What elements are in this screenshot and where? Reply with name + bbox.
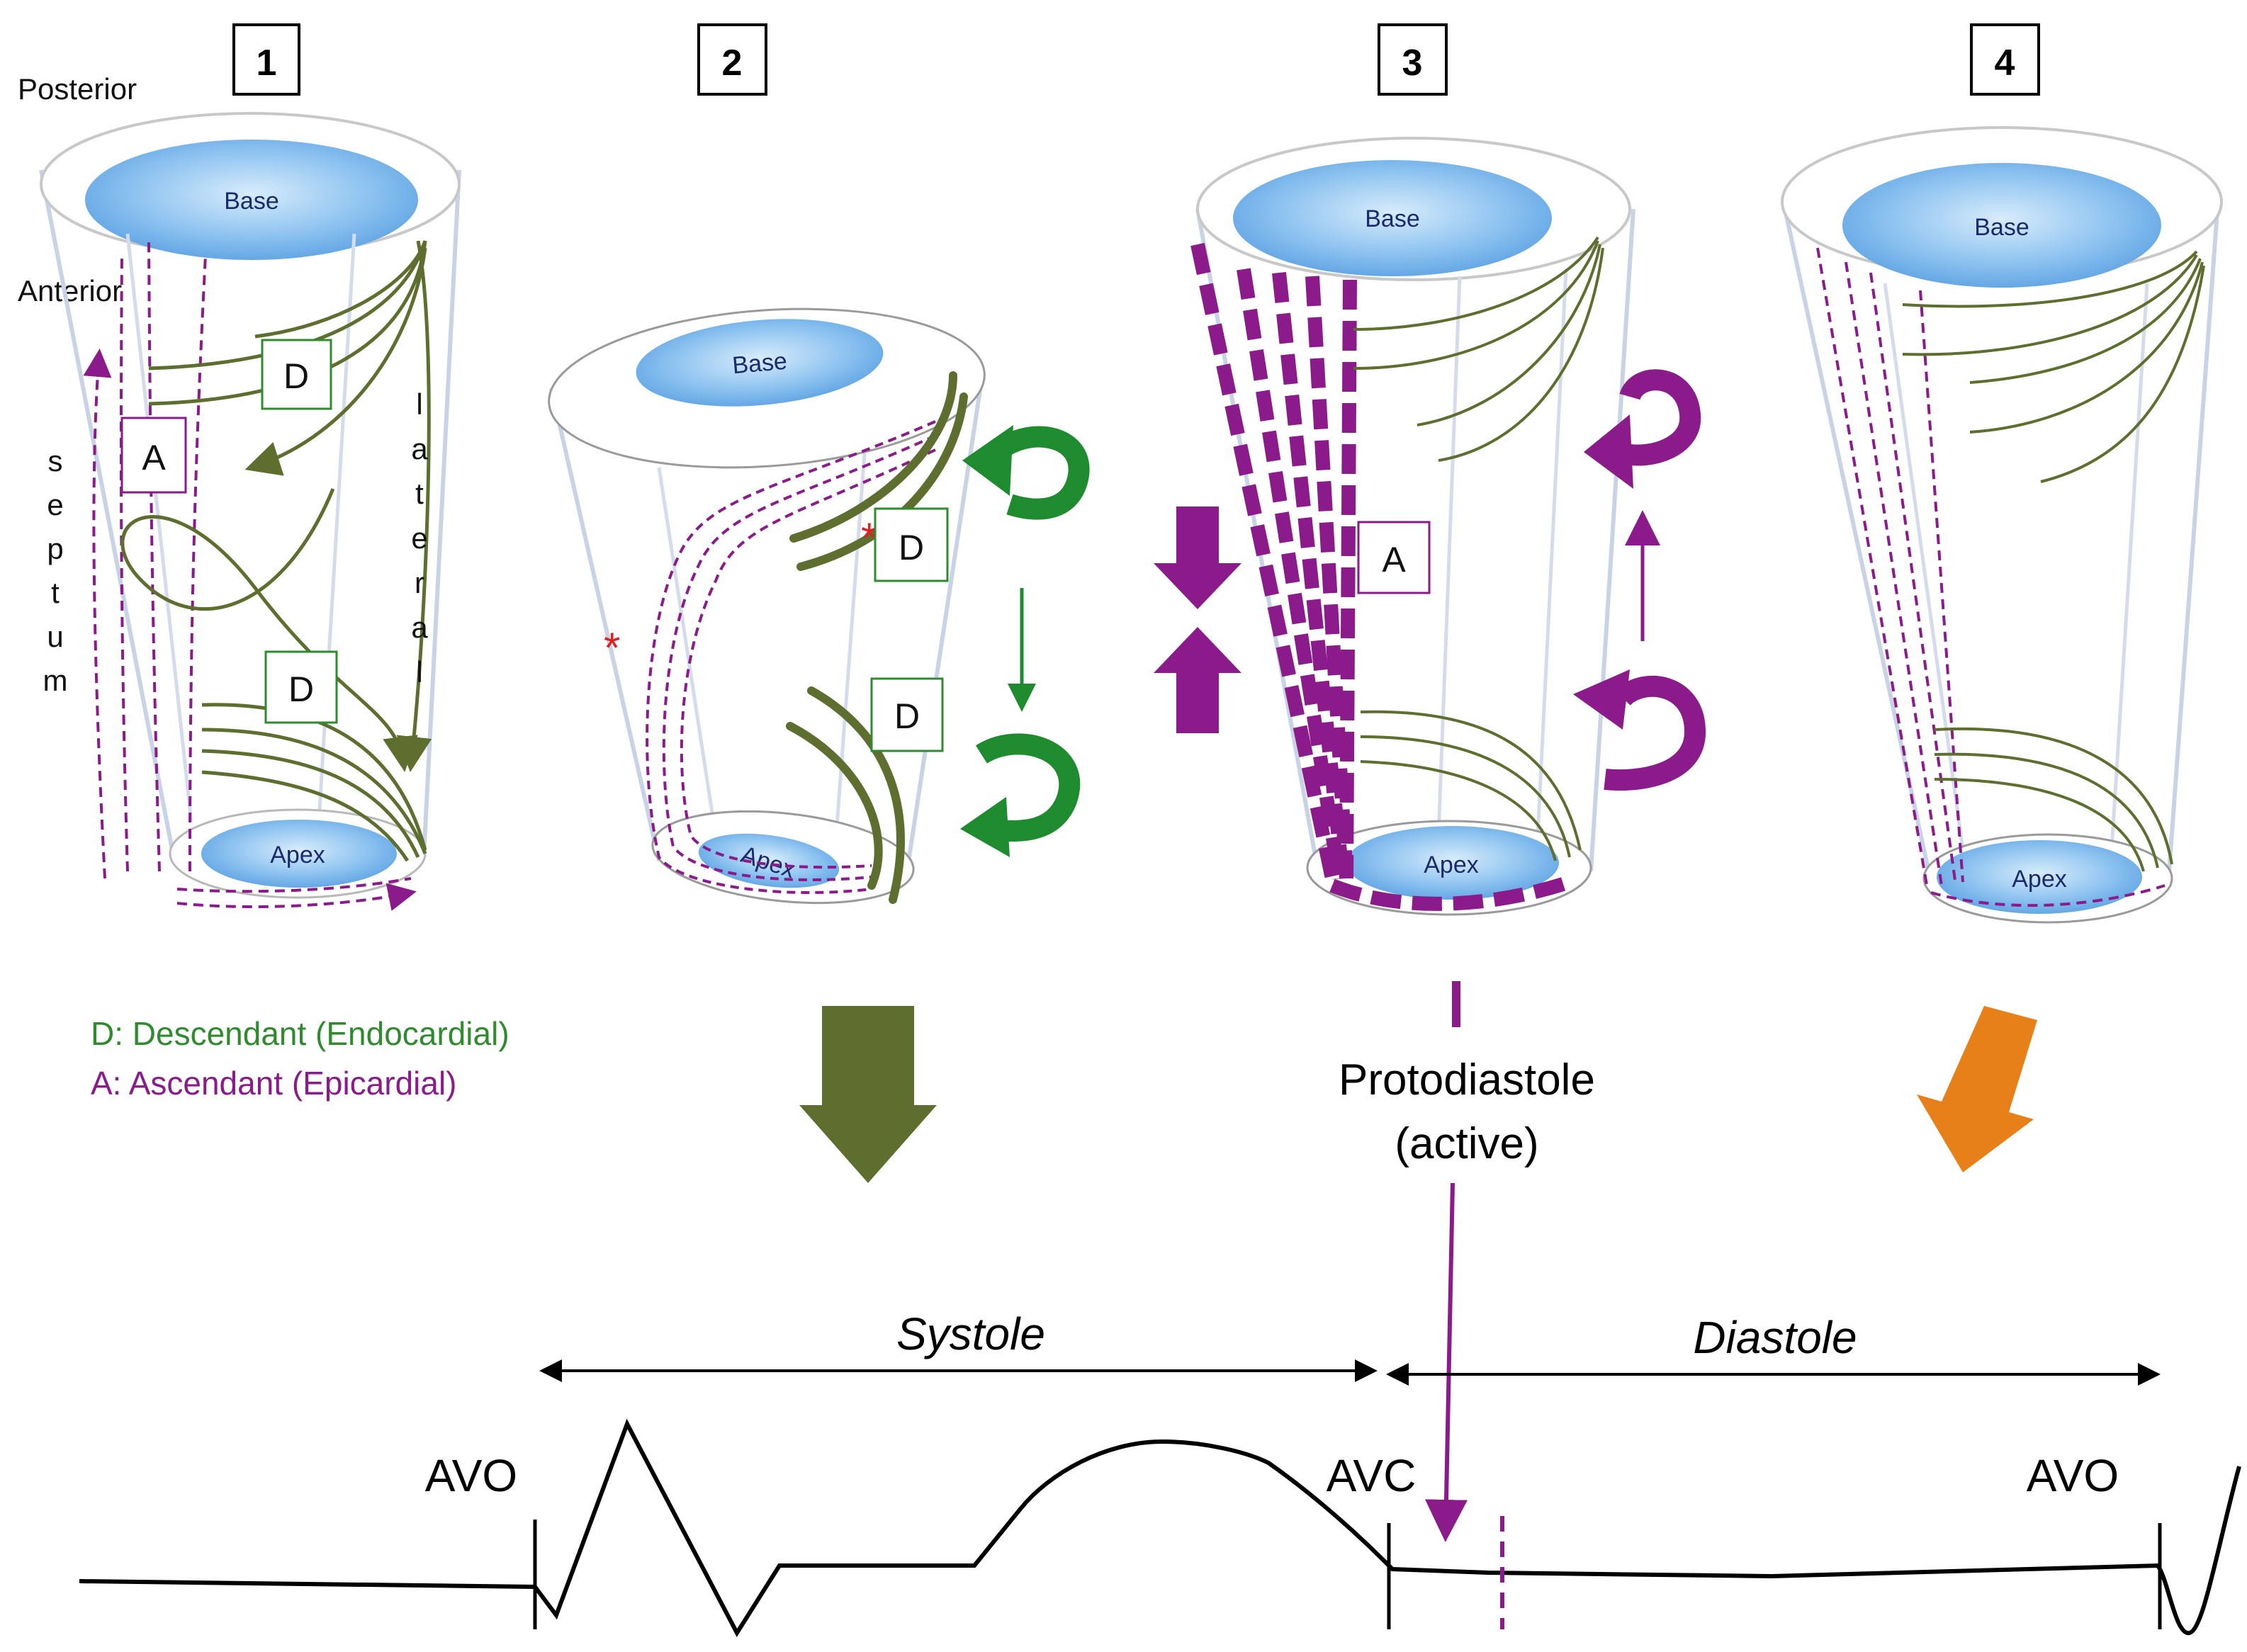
panel-4: 4 Base Apex xyxy=(1781,23,2223,924)
descendant-fibers xyxy=(1902,250,2205,872)
anterior-label: Anterior xyxy=(18,274,122,307)
clockwise-rotation-lower-icon xyxy=(1573,669,1706,791)
vertical-letter: l xyxy=(416,387,422,421)
panel-number-3: 3 xyxy=(1402,43,1423,84)
panel-2: 2 Base Apex * * D D xyxy=(548,23,1090,905)
base-label: Base xyxy=(224,188,279,215)
panel-number-4: 4 xyxy=(1995,43,2015,84)
base-label: Base xyxy=(1974,214,2029,241)
systole-down-arrow-icon xyxy=(799,1006,937,1183)
vertical-letter: m xyxy=(43,664,68,697)
apex-label: Apex xyxy=(2012,866,2067,893)
protodiastole-subtitle: (active) xyxy=(1395,1119,1538,1168)
diastole-label: Diastole xyxy=(1693,1312,1857,1363)
descendant-box-upper-label: D xyxy=(899,528,924,567)
ascendant-box-label: A xyxy=(142,438,166,477)
marker-asterisk-upper: * xyxy=(861,514,877,562)
panel-number-1: 1 xyxy=(257,43,277,84)
base-ellipse xyxy=(1842,163,2161,288)
legend-ascendant: A: Ascendant (Epicardial) xyxy=(91,1065,457,1102)
legend-descendant: D: Descendant (Endocardial) xyxy=(91,1015,509,1052)
panel-3: 3 Base Apex xyxy=(1154,23,1706,916)
base-ellipse xyxy=(85,140,418,260)
marker-asterisk-septal: * xyxy=(604,624,620,672)
panel-number-2: 2 xyxy=(722,43,743,84)
panel-number-box-2 xyxy=(697,23,767,96)
apex-label: Apex xyxy=(270,842,325,869)
protodiastole-pointer-arrow xyxy=(1424,1182,1468,1542)
ascendant-fibers xyxy=(83,240,417,911)
vertical-letter: t xyxy=(415,477,424,510)
descendant-fibers xyxy=(120,240,432,862)
legend: D: Descendant (Endocardial) A: Ascendant… xyxy=(91,1015,509,1102)
cone-walls xyxy=(1784,201,2220,883)
vertical-letter: s xyxy=(48,444,63,477)
descendant-box-lower xyxy=(264,650,338,724)
ecg-trace xyxy=(79,1418,2241,1637)
vertical-letter: e xyxy=(47,488,63,521)
avc-label: AVC xyxy=(1327,1450,1417,1501)
ascendant-fibers xyxy=(646,420,936,894)
descendant-box-upper xyxy=(261,339,332,410)
apex-ellipse xyxy=(1346,826,1559,900)
descendant-box-upper xyxy=(874,507,949,582)
ascendant-box xyxy=(1357,521,1431,594)
posterior-label: Posterior xyxy=(18,72,137,106)
ascendant-fibers-thick xyxy=(1190,242,1572,911)
descendant-box-lower-label: D xyxy=(288,669,314,709)
base-label: Base xyxy=(731,348,789,380)
counterclockwise-rotation-lower-icon xyxy=(960,733,1081,857)
vertical-letter: a xyxy=(411,432,428,465)
base-label: Base xyxy=(1365,205,1420,232)
vertical-letter: l xyxy=(416,655,422,689)
vertical-letter: p xyxy=(47,532,63,565)
compression-arrows-icon xyxy=(1154,507,1241,733)
clockwise-rotation-upper-icon xyxy=(1584,369,1701,489)
descendant-fibers xyxy=(1353,236,1604,861)
panel-number-box-1 xyxy=(232,23,300,96)
avo-left-label: AVO xyxy=(425,1450,517,1501)
avo-right-label: AVO xyxy=(2027,1450,2119,1501)
vertical-letter: t xyxy=(51,576,60,609)
ascendant-fibers xyxy=(1816,247,2166,907)
descendant-box-upper-label: D xyxy=(283,356,309,396)
descendant-box-lower-label: D xyxy=(894,696,920,736)
vertical-letter: u xyxy=(47,620,63,653)
vertical-letter: a xyxy=(411,611,428,644)
apex-label: Apex xyxy=(1424,852,1479,878)
ascendant-box xyxy=(120,417,187,494)
counterclockwise-rotation-upper-icon xyxy=(962,425,1090,520)
protodiastole-label: Protodiastole xyxy=(1339,1056,1595,1104)
panel-number-box-4 xyxy=(1970,23,2040,96)
descendant-fibers xyxy=(786,371,968,904)
apex-ellipse xyxy=(1937,840,2142,914)
ascendant-box-label: A xyxy=(1382,540,1406,579)
systole-label: Systole xyxy=(896,1308,1045,1359)
vertical-letter: r xyxy=(415,566,424,599)
panel-number-box-3 xyxy=(1378,23,1448,96)
apex-ellipse xyxy=(201,820,397,888)
panel-1: 1 Posterior Anterior Base Apex xyxy=(18,23,461,911)
diastole-down-arrow-icon xyxy=(1917,1006,2037,1172)
base-ellipse xyxy=(636,319,884,407)
base-ellipse xyxy=(1233,160,1552,276)
vertical-letter: e xyxy=(411,521,427,555)
descendant-box-lower xyxy=(870,677,944,752)
